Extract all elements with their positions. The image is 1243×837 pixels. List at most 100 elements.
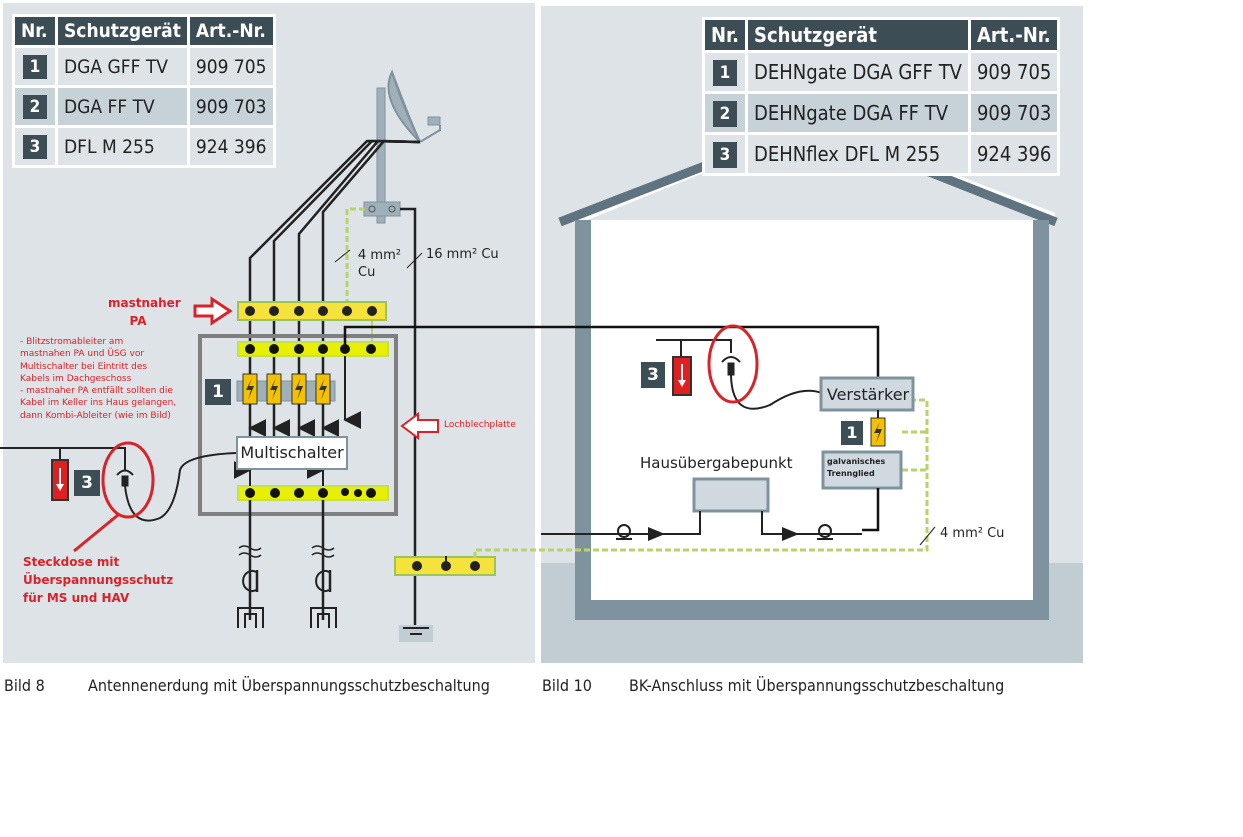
art-cell: 924 396 — [970, 135, 1058, 173]
arrester-rail — [236, 380, 336, 402]
dfl-arrester-icon — [672, 356, 692, 396]
floor — [575, 600, 1049, 620]
device-cell: DEHNgate DGA FF TV — [748, 94, 968, 132]
busbar-main-earthing — [394, 556, 496, 576]
table-row: 2 DGA FF TV 909 703 — [15, 88, 273, 125]
row-number-badge: 2 — [713, 100, 737, 127]
socket-note-line: für MS und HAV — [23, 591, 130, 605]
socket-note-line: Überspannungsschutz — [23, 573, 174, 587]
arrow-icon — [648, 527, 665, 541]
busbar-inner-bottom — [237, 485, 389, 501]
device-cell: DFL M 255 — [58, 128, 187, 165]
highlight-circle-left — [101, 441, 155, 519]
note-line: dann Kombi-Ableiter (wie im Bild) — [20, 410, 171, 421]
header-device: Schutzgerät — [58, 17, 187, 45]
house-interior — [591, 220, 1033, 605]
device-cell: DGA FF TV — [58, 88, 187, 125]
busbar-inner-top — [237, 341, 389, 357]
header-art: Art.-Nr. — [189, 17, 273, 45]
lightning-arrester-icon — [242, 373, 258, 405]
wall-left — [575, 220, 591, 620]
device-badge-1-right: 1 — [841, 421, 863, 445]
lightning-arrester-icon — [870, 417, 886, 447]
socket-note-line: Steckdose mit — [23, 555, 120, 569]
art-cell: 909 703 — [970, 94, 1058, 132]
caption-text-right: BK-Anschluss mit Überspannungsschutzbesc… — [629, 676, 1005, 695]
highlight-circle-right — [707, 324, 759, 404]
trennglied-line: Trennglied — [827, 469, 875, 478]
wall-right — [1033, 220, 1049, 620]
caption-number-right: Bild 10 — [542, 676, 592, 695]
coax-feed — [541, 511, 862, 535]
mastnaher-pa-label-line2: PA — [129, 314, 147, 328]
header-nr: Nr. — [705, 20, 745, 50]
header-nr: Nr. — [15, 17, 55, 45]
row-number-badge: 2 — [23, 94, 47, 119]
trennglied-line: galvanisches — [827, 457, 886, 466]
table-row: 1 DGA GFF TV 909 705 — [15, 48, 273, 85]
device-cell: DEHNflex DFL M 255 — [748, 135, 968, 173]
table-row: 3 DEHNflex DFL M 255 924 396 — [705, 135, 1058, 173]
table-header: Nr. Schutzgerät Art.-Nr. — [705, 20, 1058, 50]
earth-conductor-right — [473, 398, 929, 558]
art-cell: 909 705 — [970, 53, 1058, 91]
satellite-antenna-icon — [363, 69, 441, 224]
art-cell: 924 396 — [189, 128, 273, 165]
feed-cable — [343, 325, 880, 380]
busbar-mastnaher-pa — [237, 301, 387, 321]
device-table-left: Nr. Schutzgerät Art.-Nr. 1 DGA GFF TV 90… — [12, 14, 276, 168]
lightning-arrester-icon — [291, 373, 307, 405]
multischalter-box: Multischalter — [236, 436, 348, 470]
hausuebergabepunkt-box — [692, 477, 770, 513]
art-cell: 909 703 — [189, 88, 273, 125]
note-line: mastnahen PA und ÜSG vor — [20, 349, 145, 360]
row-number-badge: 1 — [713, 59, 737, 86]
device-cell: DEHNgate DGA GFF TV — [748, 53, 968, 91]
installation-note: - Blitzstromableiter am mastnahen PA und… — [20, 336, 176, 422]
ground-symbol-icon — [399, 625, 433, 642]
device-badge-3-right: 3 — [641, 362, 665, 388]
table-header: Nr. Schutzgerät Art.-Nr. — [15, 17, 273, 45]
table-row: 1 DEHNgate DGA GFF TV 909 705 — [705, 53, 1058, 91]
note-line: Kabel im Keller ins Haus gelangen, — [20, 398, 177, 409]
cable-label-text: Cu — [358, 265, 376, 280]
cable-label-text: 4 mm² — [358, 248, 401, 263]
pointer-line — [73, 513, 119, 553]
caption-number-left: Bild 8 — [4, 676, 45, 695]
row-number-badge: 3 — [713, 141, 737, 168]
lightning-arrester-icon — [315, 373, 331, 405]
cable-tick — [919, 526, 936, 546]
cable-label-4mm: 4 mm² Cu — [358, 247, 401, 281]
cable-tick — [406, 252, 423, 269]
lightning-arrester-icon — [266, 373, 282, 405]
note-line: Kabels im Dachgeschoss — [20, 373, 132, 384]
lochblechplatte-label: Lochblechplatte — [444, 420, 516, 430]
row-number-badge: 3 — [23, 134, 47, 159]
trennglied-label: galvanisches Trennglied — [827, 456, 885, 480]
cable-coupler-icon — [616, 524, 833, 540]
cable-label-16mm: 16 mm² Cu — [426, 247, 499, 262]
cable-tick — [334, 249, 351, 263]
table-row: 2 DEHNgate DGA FF TV 909 703 — [705, 94, 1058, 132]
arrows-to-multischalter — [248, 404, 340, 437]
table-row: 3 DFL M 255 924 396 — [15, 128, 273, 165]
verstaerker-box — [819, 376, 915, 412]
device-cell: DGA GFF TV — [58, 48, 187, 85]
hausuebergabepunkt-label: Hausübergabepunkt — [640, 454, 793, 472]
art-cell: 909 705 — [189, 48, 273, 85]
socket-note: Steckdose mit Überspannungsschutz für MS… — [23, 553, 173, 607]
device-badge-3-left: 3 — [74, 470, 100, 496]
dfl-arrester-icon — [51, 459, 69, 501]
device-badge-1-left: 1 — [205, 379, 231, 405]
note-line: - mastnaher PA entfällt sollten die — [20, 386, 173, 397]
note-line: - Blitzstromableiter am — [20, 337, 124, 347]
row-number-badge: 1 — [23, 54, 47, 79]
header-device: Schutzgerät — [748, 20, 968, 50]
wire — [862, 488, 880, 532]
terrestrial-inputs — [237, 500, 337, 628]
socket-right — [656, 339, 823, 410]
lochblechplatte-enclosure — [198, 334, 398, 516]
earth-conductor-4mm — [345, 207, 365, 312]
cable-label-4mm-right: 4 mm² Cu — [940, 526, 1005, 541]
trennglied-box — [821, 450, 903, 490]
